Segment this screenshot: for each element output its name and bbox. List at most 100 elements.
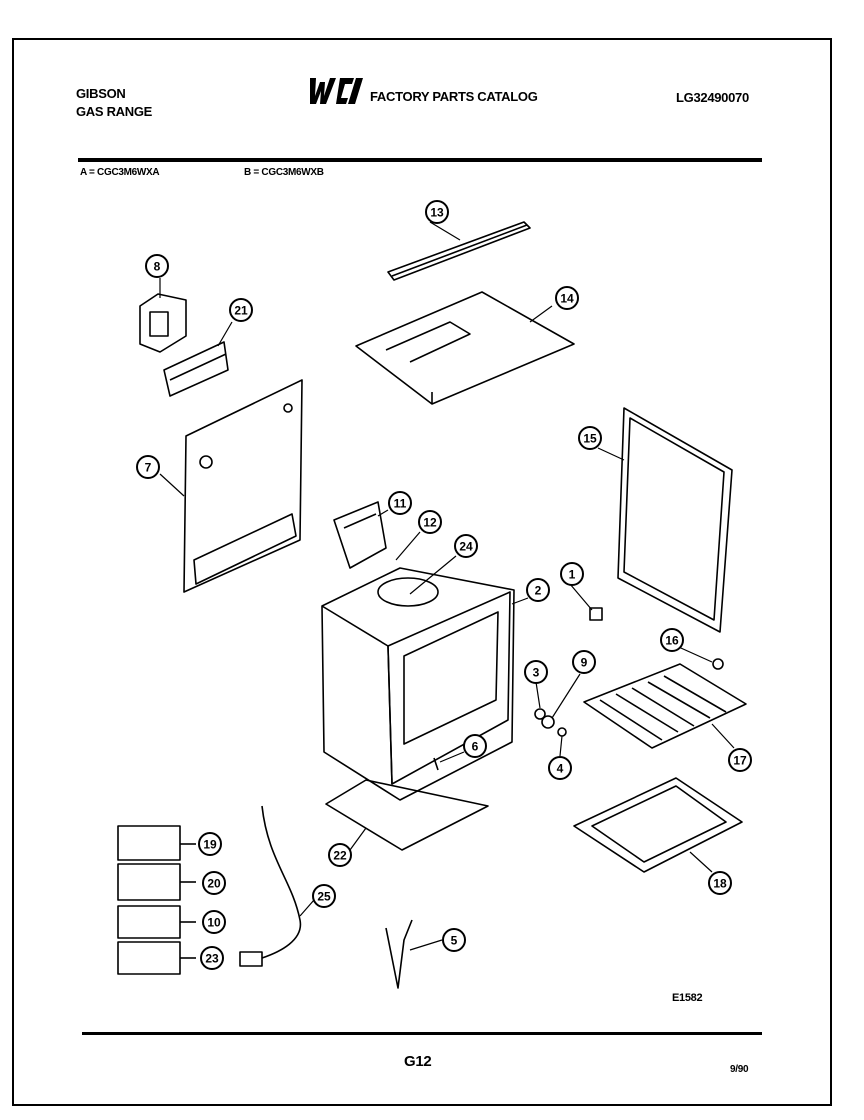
callout-number: 3 (533, 666, 540, 680)
callout-number: 11 (394, 497, 407, 511)
callout-circle (524, 660, 548, 684)
callout-number: 12 (423, 516, 437, 530)
part-24-burner (377, 577, 439, 607)
callout-4: 4 (548, 756, 572, 780)
revision-date: 9/90 (730, 1064, 749, 1075)
callout-circle (578, 426, 602, 450)
callout-number: 16 (665, 634, 679, 648)
part-11-burner-box (333, 501, 387, 569)
callout-circle (442, 928, 466, 952)
callout-23: 23 (200, 946, 224, 970)
wci-logo-icon (310, 78, 363, 104)
callout-circle (200, 946, 224, 970)
model-a-label: A = CGC3M6WXA (80, 167, 160, 178)
callout-6: 6 (463, 734, 487, 758)
callout-number: 13 (430, 206, 444, 220)
part-2-oven-cavity (321, 567, 515, 801)
part-16-bolt (712, 658, 724, 670)
callout-circle (388, 491, 412, 515)
callout-circle (572, 650, 596, 674)
part-1-knob (589, 607, 603, 621)
catalog-title: FACTORY PARTS CATALOG (370, 89, 538, 104)
callout-circle (229, 298, 253, 322)
callout-number: 20 (207, 877, 221, 891)
callout-circle (526, 578, 550, 602)
callout-circle (418, 510, 442, 534)
part-15-door-frame (617, 407, 733, 633)
callout-21: 21 (229, 298, 253, 322)
callout-circle (312, 884, 336, 908)
callout-number: 10 (207, 916, 221, 930)
part-21-panel (163, 341, 229, 397)
callout-circle (708, 871, 732, 895)
callout-circle (202, 871, 226, 895)
callout-16: 16 (660, 628, 684, 652)
callout-20: 20 (202, 871, 226, 895)
callout-5: 5 (442, 928, 466, 952)
callout-12: 12 (418, 510, 442, 534)
product-name: GAS RANGE (76, 104, 153, 119)
page-number: G12 (404, 1053, 432, 1070)
callout-number: 6 (472, 740, 479, 754)
part-25-power-cord (239, 805, 302, 967)
callout-11: 11 (388, 491, 412, 515)
callout-14: 14 (555, 286, 579, 310)
footer-rule (82, 1032, 762, 1035)
leader-lines (159, 221, 735, 951)
callout-9: 9 (572, 650, 596, 674)
part-7-back-panel (183, 379, 303, 593)
callout-number: 9 (581, 656, 588, 670)
callout-number: 4 (557, 762, 564, 776)
part-8-bracket (139, 293, 187, 353)
callout-number: 25 (317, 890, 331, 904)
callout-number: 7 (145, 461, 152, 475)
callout-number: 18 (713, 877, 727, 891)
callout-18: 18 (708, 871, 732, 895)
page-border (12, 38, 832, 1106)
callout-24: 24 (454, 534, 478, 558)
part-6-pin (433, 757, 439, 771)
callout-circle (328, 843, 352, 867)
callout-10: 10 (202, 910, 226, 934)
callout-number: 15 (583, 432, 597, 446)
callout-3: 3 (524, 660, 548, 684)
callout-circle (202, 910, 226, 934)
callout-15: 15 (578, 426, 602, 450)
callout-circle (548, 756, 572, 780)
callout-1: 1 (560, 562, 584, 586)
callout-number: 14 (560, 292, 574, 306)
callout-circle (560, 562, 584, 586)
part-18-broiler-pan (573, 777, 743, 873)
callout-number: 24 (459, 540, 473, 554)
callout-number: 23 (205, 952, 219, 966)
part-22-bottom-plate (325, 779, 489, 851)
part-13-trim-bar (387, 221, 531, 281)
callout-circle (136, 455, 160, 479)
callout-number: 1 (569, 568, 576, 582)
callout-circle (728, 748, 752, 772)
callout-circle (198, 832, 222, 856)
callout-circle (463, 734, 487, 758)
callout-13: 13 (425, 200, 449, 224)
callout-circle (660, 628, 684, 652)
small-parts-boxes (117, 825, 196, 975)
callout-17: 17 (728, 748, 752, 772)
callout-number: 21 (234, 304, 248, 318)
callout-number: 19 (203, 838, 217, 852)
callout-number: 8 (154, 260, 161, 274)
publication-number: LG32490070 (676, 90, 749, 105)
callout-circle (425, 200, 449, 224)
diagram-id: E1582 (672, 992, 703, 1004)
callout-circle (555, 286, 579, 310)
callout-19: 19 (198, 832, 222, 856)
model-b-label: B = CGC3M6WXB (244, 167, 324, 178)
callout-number: 2 (535, 584, 542, 598)
part-14-top-panel (355, 291, 575, 405)
callout-number: 17 (733, 754, 747, 768)
callout-labels: 1234567891011121314151617181920212223242… (136, 200, 752, 970)
callout-25: 25 (312, 884, 336, 908)
part-5-clip (385, 919, 413, 989)
callout-7: 7 (136, 455, 160, 479)
